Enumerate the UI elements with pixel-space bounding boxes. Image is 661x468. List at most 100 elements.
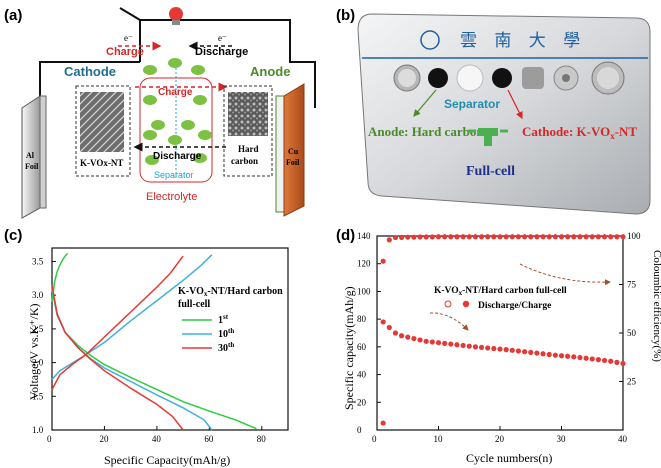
capacity-point <box>601 357 608 364</box>
capacity-point <box>472 344 478 350</box>
capacity-point <box>595 357 602 363</box>
capacity-point <box>515 348 522 354</box>
x-axis-title: Cycle numbers(n) <box>466 451 552 465</box>
anode-box <box>223 85 273 177</box>
chart-c-legend-title-2: full-cell <box>178 299 210 310</box>
anode-sem-image <box>228 92 268 136</box>
chart-c-legend-title-1: K-VOx-NT/Hard carbon <box>178 286 283 298</box>
y-left-tick-label: 20 <box>357 397 367 407</box>
coin-cell-plate <box>357 13 651 215</box>
series-1st-charge <box>51 252 69 302</box>
circuit-wire-left <box>39 61 140 108</box>
capacity-point <box>380 319 386 325</box>
x-tick-label: 60 <box>204 434 214 444</box>
cathode-kvox-label: Cathode: K-VOx-NT <box>522 124 637 141</box>
charge-label-mid: Charge <box>158 87 193 98</box>
efficiency-point <box>405 234 411 240</box>
efficiency-point <box>454 234 460 240</box>
efficiency-point <box>528 234 534 240</box>
capacity-point <box>534 350 540 356</box>
electron-label-left: e⁻ <box>124 33 133 43</box>
x-tick-label: 10 <box>434 434 444 444</box>
panel-b: (b) 雲 南 大 學 Separator Anode: Hard carbon… <box>336 7 651 215</box>
capacity-point <box>528 349 534 355</box>
efficiency-point <box>380 258 386 264</box>
pointer-to-capacity <box>429 312 469 331</box>
capacity-point <box>411 335 417 342</box>
full-cell-label: Full-cell <box>466 164 515 179</box>
capacity-point <box>552 352 558 358</box>
capacity-point <box>392 330 399 336</box>
y-right-tick-label: 75 <box>627 280 637 290</box>
efficiency-point <box>435 234 442 240</box>
anode-hard-carbon-label: Anode: Hard carbon <box>368 124 484 139</box>
capacity-point <box>466 343 472 349</box>
cu-foil <box>283 83 305 217</box>
charge-label-top: Charge <box>106 46 144 58</box>
separator-label-b: Separator <box>444 97 500 111</box>
x-tick-label: 0 <box>47 434 52 444</box>
capacity-point <box>399 333 405 339</box>
efficiency-point <box>558 234 565 240</box>
cu-foil-label-1: Cu <box>288 147 299 156</box>
efficiency-point <box>411 234 417 240</box>
discharge-label-mid: Discharge <box>153 151 202 162</box>
y-right-tick-label: 50 <box>627 328 637 338</box>
capacity-point <box>386 324 392 331</box>
efficiency-point <box>478 234 485 240</box>
capacity-point <box>509 347 515 353</box>
hard-carbon-label-1: Hard <box>238 144 259 154</box>
capacity-point <box>380 420 386 426</box>
efficiency-point <box>522 234 528 240</box>
capacity-point <box>435 340 442 346</box>
efficiency-point <box>515 234 522 240</box>
efficiency-point <box>392 234 399 241</box>
chart-d-legend-title: K-VOx-NT/Hard carbon full-cell <box>434 286 567 297</box>
x-tick-label: 0 <box>372 434 377 444</box>
series-30th-discharge <box>51 284 184 431</box>
x-tick-label: 20 <box>99 434 109 444</box>
y-axis-title: Voltage(V vs.K⁺/K) <box>27 303 41 400</box>
chart-c-frame <box>51 247 289 431</box>
efficiency-point <box>497 234 503 240</box>
university-logo-icon <box>420 30 440 50</box>
anode-label: Anode <box>250 64 290 79</box>
y-tick-label: 3.0 <box>32 290 44 300</box>
x-tick-label: 80 <box>257 434 267 444</box>
efficiency-point <box>614 234 620 240</box>
legend-open-marker-icon <box>444 300 452 308</box>
capacity-point <box>429 339 435 345</box>
efficiency-point <box>466 234 472 240</box>
capacity-point <box>522 349 528 355</box>
efficiency-point <box>417 234 423 240</box>
legend-label-30: 30th <box>218 341 234 354</box>
y-tick-label: 1.0 <box>32 425 44 435</box>
y-tick-label: 2.0 <box>32 358 44 368</box>
capacity-point <box>614 359 620 365</box>
efficiency-point <box>608 234 614 240</box>
capacity-point <box>577 354 583 361</box>
capacity-point <box>448 341 454 347</box>
capacity-point <box>491 345 497 352</box>
y-left-tick-label: 100 <box>357 286 371 296</box>
pointer-to-efficiency <box>519 263 611 286</box>
x-tick-label: 20 <box>495 434 505 444</box>
efficiency-point <box>472 234 478 240</box>
capacity-point <box>405 334 411 340</box>
y-left-axis-title: Specific capacity(mAh/g) <box>342 286 356 410</box>
efficiency-point <box>442 234 448 240</box>
series-30th-charge <box>51 255 184 390</box>
efficiency-point <box>423 234 429 240</box>
capacity-point <box>417 337 423 343</box>
capacity-point <box>497 346 503 352</box>
chart-d-legend-label: Discharge/Charge <box>478 301 551 311</box>
capacity-point <box>460 342 466 349</box>
y-left-tick-label: 40 <box>357 370 367 380</box>
efficiency-point <box>577 234 583 240</box>
cathode-sem-image <box>80 92 124 152</box>
efficiency-point <box>571 234 577 240</box>
